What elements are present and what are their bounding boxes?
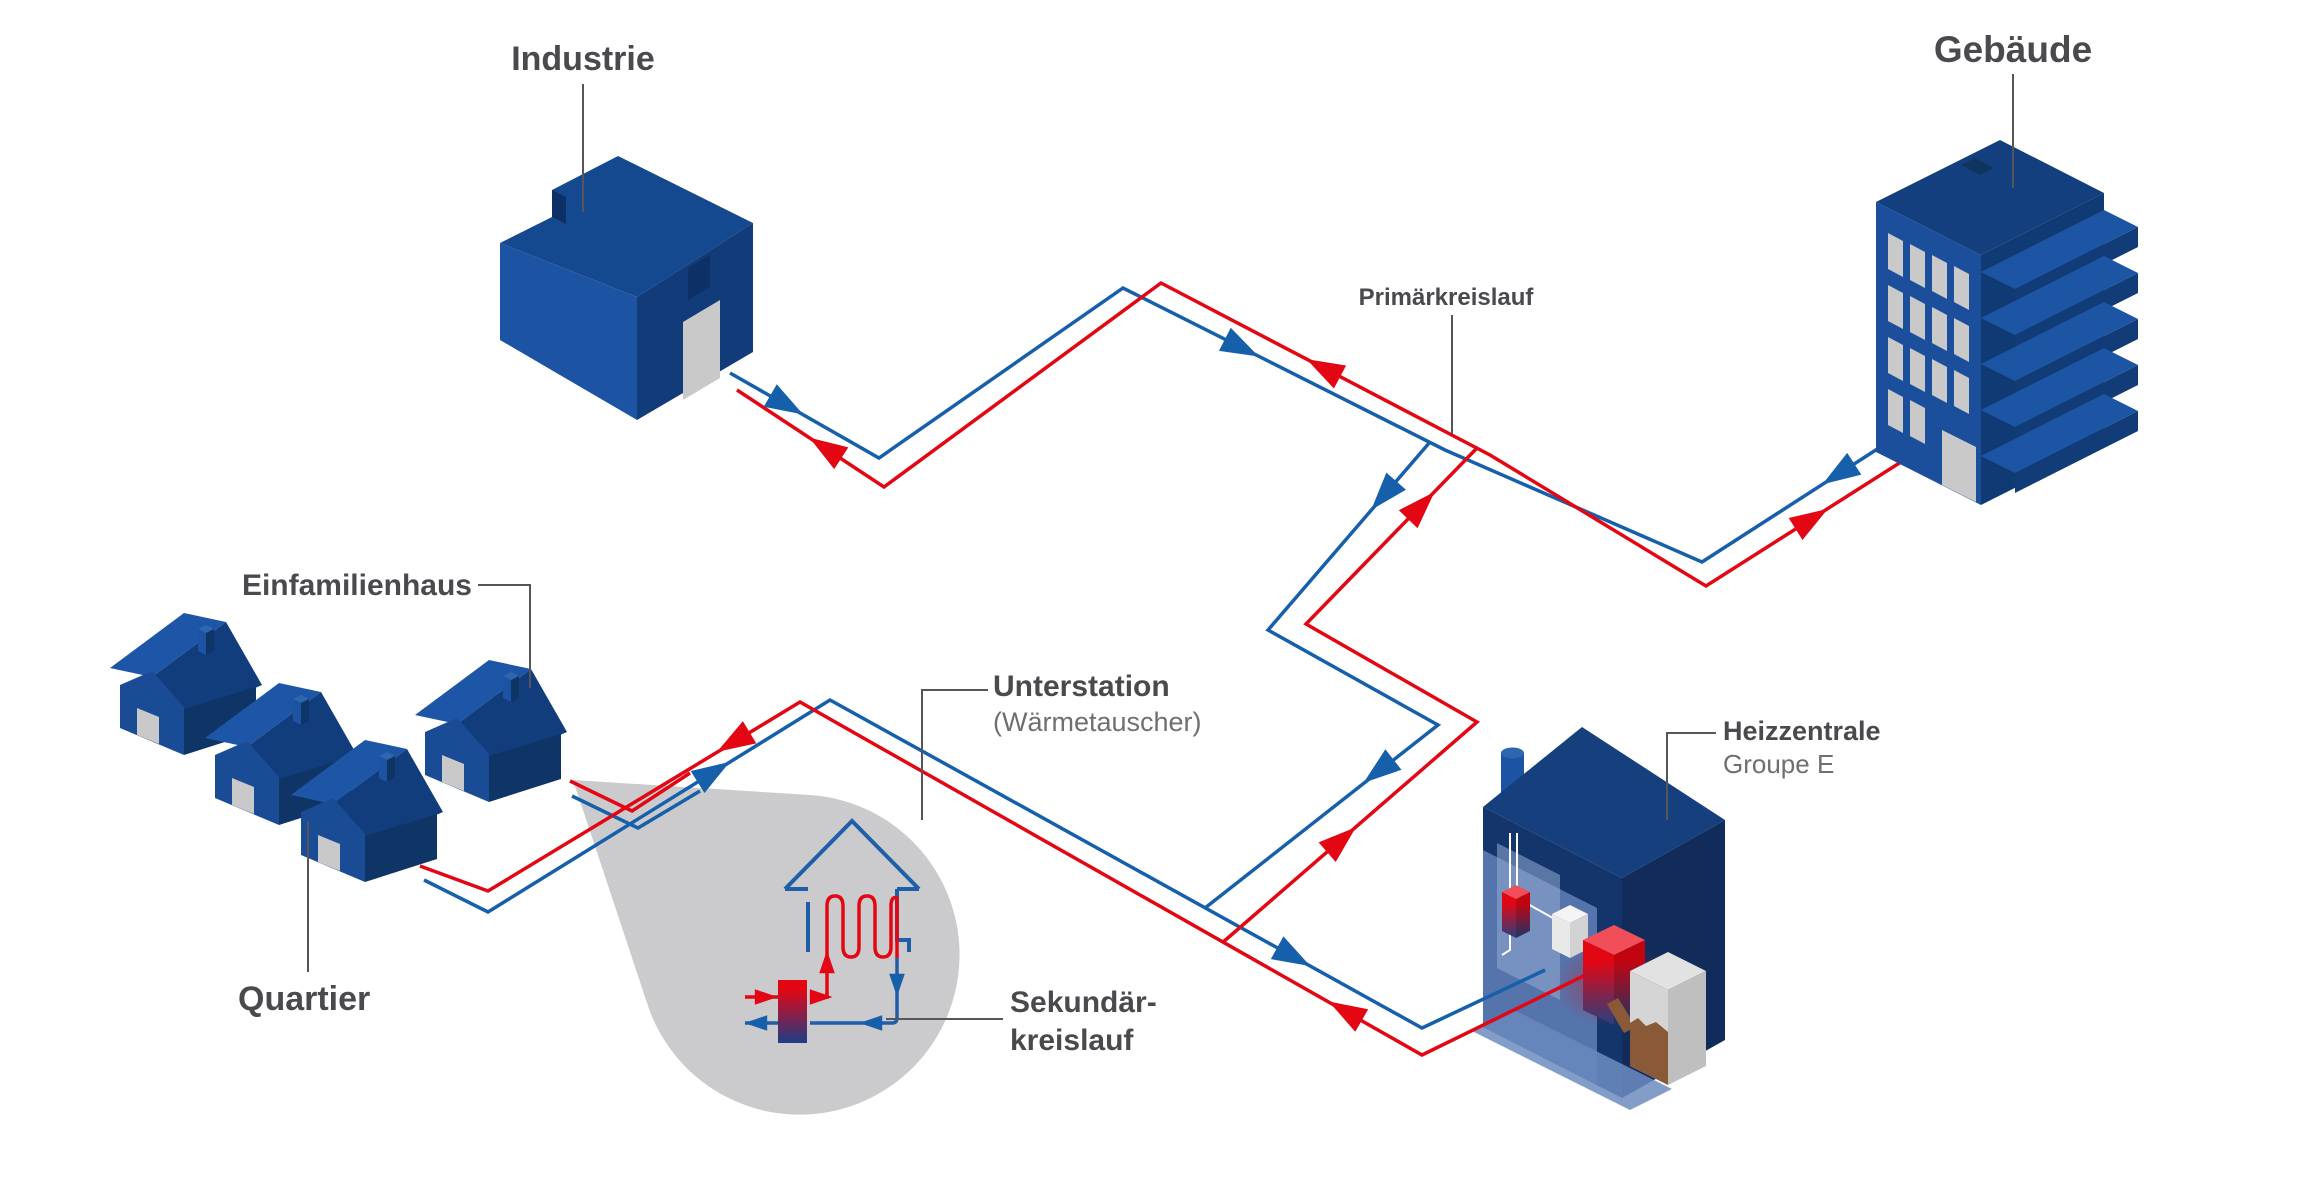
label-einfamilienhaus: Einfamilienhaus [242, 569, 472, 602]
tower-windows [1888, 233, 1969, 444]
label-primaerkreislauf: Primärkreislauf [1359, 284, 1535, 311]
label-waermetauscher: (Wärmetauscher) [993, 707, 1202, 737]
office-tower-illustration [1876, 140, 2138, 505]
pipe-network [419, 280, 1924, 1057]
leader-einfamilienhaus [478, 584, 531, 688]
leader-lines [307, 74, 2014, 1020]
hot-pipe-house4 [569, 771, 691, 814]
label-heizzentrale: Heizzentrale [1723, 716, 1881, 746]
labels: Industrie Gebäude Primärkreislauf Einfam… [238, 29, 2092, 1057]
cold-pipe-main [423, 697, 1546, 1030]
woodchip-silo-icon [1630, 952, 1706, 1085]
woodchip-chute [1607, 998, 1636, 1033]
leader-heizzentrale [1666, 732, 1716, 820]
label-unterstation: Unterstation [993, 670, 1170, 703]
flow-arrow-icon [763, 384, 810, 426]
small-boiler-icon [1502, 885, 1530, 938]
leader-unterstation [921, 689, 988, 820]
heat-exchanger-box [778, 980, 807, 1043]
label-gebaeude: Gebäude [1934, 29, 2092, 70]
radiator-coil-icon [810, 894, 899, 999]
magnifier-teardrop [573, 780, 960, 1115]
cold-pipe-house4 [571, 789, 701, 830]
label-quartier: Quartier [238, 980, 370, 1018]
label-groupe-e: Groupe E [1723, 749, 1834, 779]
hot-pipe-branch-s [1220, 446, 1481, 945]
heating-plant-equipment [1502, 885, 1706, 1085]
plant-inner-pipe [1501, 833, 1511, 956]
house-icon-4 [415, 660, 567, 802]
tower-door [1942, 430, 1976, 502]
substation-heat-exchanger-icon [744, 818, 921, 1043]
label-sekundaer-line1: Sekundär- [1010, 986, 1157, 1019]
white-unit-icon [1552, 905, 1588, 958]
hot-pipe-main [419, 699, 1613, 1057]
tower-balcony-slabs [1981, 210, 2138, 493]
cold-pipe-primary-top [729, 285, 1897, 564]
woodchips [1630, 1018, 1668, 1085]
factory-illustration [500, 156, 753, 420]
cold-pipe-branch-s [1203, 440, 1442, 910]
factory-door [683, 300, 720, 400]
label-sekundaer-line2: kreislauf [1010, 1024, 1134, 1057]
label-industrie: Industrie [511, 40, 655, 78]
